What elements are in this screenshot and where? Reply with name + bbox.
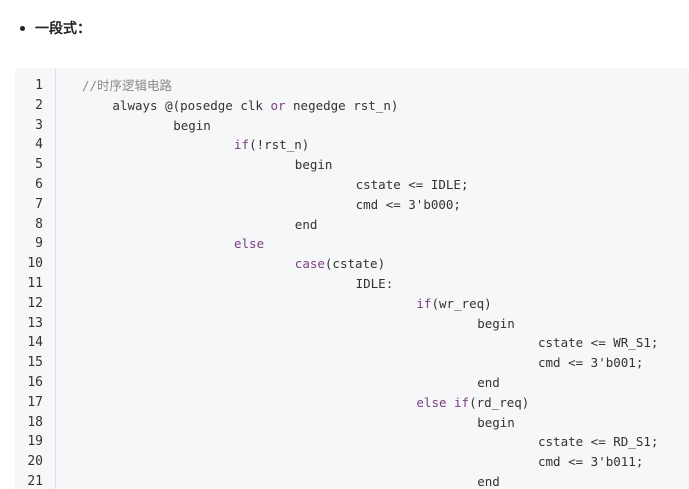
- keyword-token: else: [416, 394, 455, 410]
- line-number: 14: [27, 335, 43, 351]
- code-line: end: [82, 373, 689, 393]
- code-token: (cstate): [324, 256, 386, 272]
- code-line: end: [82, 215, 689, 235]
- code-line: end: [82, 472, 689, 489]
- keyword-token: case: [294, 256, 325, 272]
- gutter-divider: [55, 68, 56, 489]
- bullet-icon: [20, 25, 25, 31]
- code-token: begin: [477, 414, 515, 430]
- code-line: else: [82, 234, 689, 254]
- code-token: end: [477, 473, 500, 489]
- code-content: //时序逻辑电路 always @(posedge clk or negedge …: [82, 76, 689, 489]
- keyword-token: else: [234, 236, 265, 252]
- code-token: (wr_req): [431, 295, 492, 311]
- code-token: begin: [294, 157, 333, 173]
- code-token: end: [294, 216, 318, 232]
- list-item: 一段式：: [20, 18, 91, 38]
- line-number: 15: [27, 355, 43, 371]
- code-token: (!rst_n): [249, 137, 310, 153]
- code-token: cmd <= 3'b001;: [538, 355, 644, 371]
- code-line: cstate <= WR_S1;: [82, 333, 689, 353]
- code-line: begin: [82, 116, 689, 136]
- line-number: 21: [27, 473, 43, 489]
- line-number: 11: [27, 275, 43, 291]
- code-token: begin: [173, 117, 211, 133]
- keyword-token: if: [454, 394, 470, 410]
- keyword-token: if: [234, 137, 250, 153]
- code-line: always @(posedge clk or negedge rst_n): [82, 96, 689, 116]
- line-number: 19: [27, 434, 43, 450]
- code-line: //时序逻辑电路: [82, 76, 689, 96]
- line-number: 18: [27, 414, 43, 430]
- line-number: 1: [35, 78, 43, 93]
- code-token: cmd <= 3'b000;: [355, 196, 461, 212]
- line-number: 10: [27, 256, 43, 272]
- code-line: IDLE:: [82, 274, 689, 294]
- comment-token: //时序逻辑电路: [82, 78, 173, 93]
- code-line: cstate <= IDLE;: [82, 175, 689, 195]
- line-number: 16: [27, 374, 43, 390]
- code-token: IDLE:: [355, 275, 394, 291]
- code-line: if(wr_req): [82, 294, 689, 314]
- line-number: 4: [35, 137, 43, 153]
- code-token: cmd <= 3'b011;: [538, 454, 644, 470]
- line-number: 20: [27, 454, 43, 470]
- code-token: begin: [477, 315, 515, 331]
- keyword-token: or: [270, 97, 286, 113]
- line-number: 5: [35, 157, 43, 173]
- line-number: 17: [27, 394, 43, 410]
- line-number: 13: [27, 315, 43, 331]
- line-number: 9: [35, 236, 43, 252]
- line-number: 2: [35, 97, 43, 113]
- code-line: if(!rst_n): [82, 135, 689, 155]
- code-token: cstate <= WR_S1;: [538, 335, 659, 351]
- code-token: negedge rst_n): [285, 97, 399, 113]
- code-line: else if(rd_req): [82, 393, 689, 413]
- line-number: 6: [35, 176, 43, 192]
- section-heading: 一段式：: [35, 21, 91, 37]
- code-line: begin: [82, 155, 689, 175]
- line-number: 7: [35, 196, 43, 212]
- code-line: cstate <= RD_S1;: [82, 432, 689, 452]
- code-line: cmd <= 3'b011;: [82, 452, 689, 472]
- line-number: 8: [35, 216, 43, 232]
- code-token: cstate <= RD_S1;: [538, 434, 659, 450]
- code-token: cstate <= IDLE;: [355, 176, 469, 192]
- code-line: cmd <= 3'b000;: [82, 195, 689, 215]
- line-number: 12: [27, 295, 43, 311]
- code-line: case(cstate): [82, 254, 689, 274]
- code-token: end: [477, 374, 500, 390]
- keyword-token: if: [416, 295, 432, 311]
- code-line: begin: [82, 314, 689, 334]
- code-token: always @(posedge clk: [112, 97, 271, 113]
- line-number: 3: [35, 117, 43, 133]
- code-token: (rd_req): [469, 394, 530, 410]
- code-line: begin: [82, 413, 689, 433]
- code-line: cmd <= 3'b001;: [82, 353, 689, 373]
